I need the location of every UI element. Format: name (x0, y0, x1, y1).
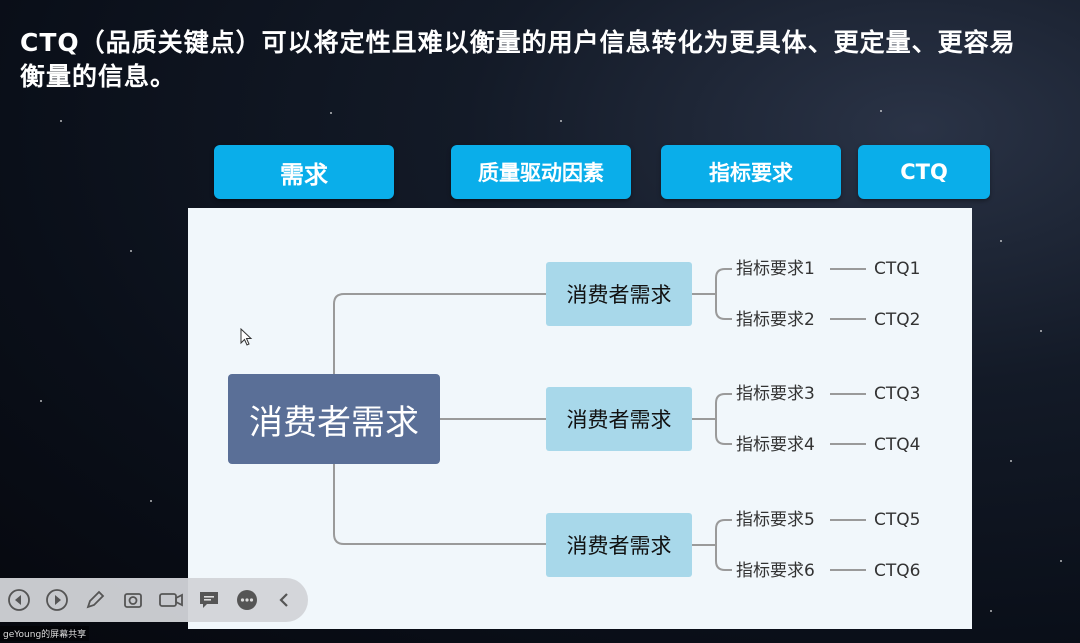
branch-node-2: 消费者需求 (546, 387, 692, 451)
more-icon[interactable] (232, 585, 262, 615)
connector-lines (333, 268, 866, 571)
camera-icon[interactable] (156, 585, 186, 615)
metric-req-2: 指标要求2 (736, 310, 815, 330)
ctq-6: CTQ6 (874, 561, 921, 581)
metric-req-3: 指标要求3 (736, 384, 815, 404)
screen-share-label: geYoung的屏幕共享 (0, 626, 90, 641)
collapse-icon[interactable] (270, 585, 300, 615)
header-ctq: CTQ (858, 145, 990, 199)
prev-icon[interactable] (4, 585, 34, 615)
ctq-5: CTQ5 (874, 510, 921, 530)
connector-branch-1 (333, 293, 546, 374)
slide-title: CTQ（品质关键点）可以将定性且难以衡量的用户信息转化为更具体、更定量、更容易衡… (20, 28, 1016, 91)
central-node: 消费者需求 (228, 374, 440, 464)
branch-node-3: 消费者需求 (546, 513, 692, 577)
mindmap-panel: 消费者需求 消费者需求 消费者需求 消费者需求 指标要求1 CTQ1 指标要求2… (188, 208, 972, 629)
metric-req-6: 指标要求6 (736, 561, 815, 581)
next-icon[interactable] (42, 585, 72, 615)
header-demand: 需求 (214, 145, 394, 199)
ctq-3: CTQ3 (874, 384, 921, 404)
chat-icon[interactable] (194, 585, 224, 615)
metric-req-5: 指标要求5 (736, 510, 815, 530)
metric-req-1: 指标要求1 (736, 259, 815, 279)
presentation-toolbar (0, 578, 308, 622)
ctq-2: CTQ2 (874, 310, 921, 330)
header-metric-requirements: 指标要求 (661, 145, 841, 199)
header-quality-drivers: 质量驱动因素 (451, 145, 631, 199)
metric-req-4: 指标要求4 (736, 435, 815, 455)
pen-icon[interactable] (80, 585, 110, 615)
mouse-cursor-icon (240, 328, 253, 346)
connector-branch-3 (333, 464, 546, 545)
screenshot-icon[interactable] (118, 585, 148, 615)
ctq-1: CTQ1 (874, 259, 921, 279)
branch-node-1: 消费者需求 (546, 262, 692, 326)
ctq-4: CTQ4 (874, 435, 921, 455)
